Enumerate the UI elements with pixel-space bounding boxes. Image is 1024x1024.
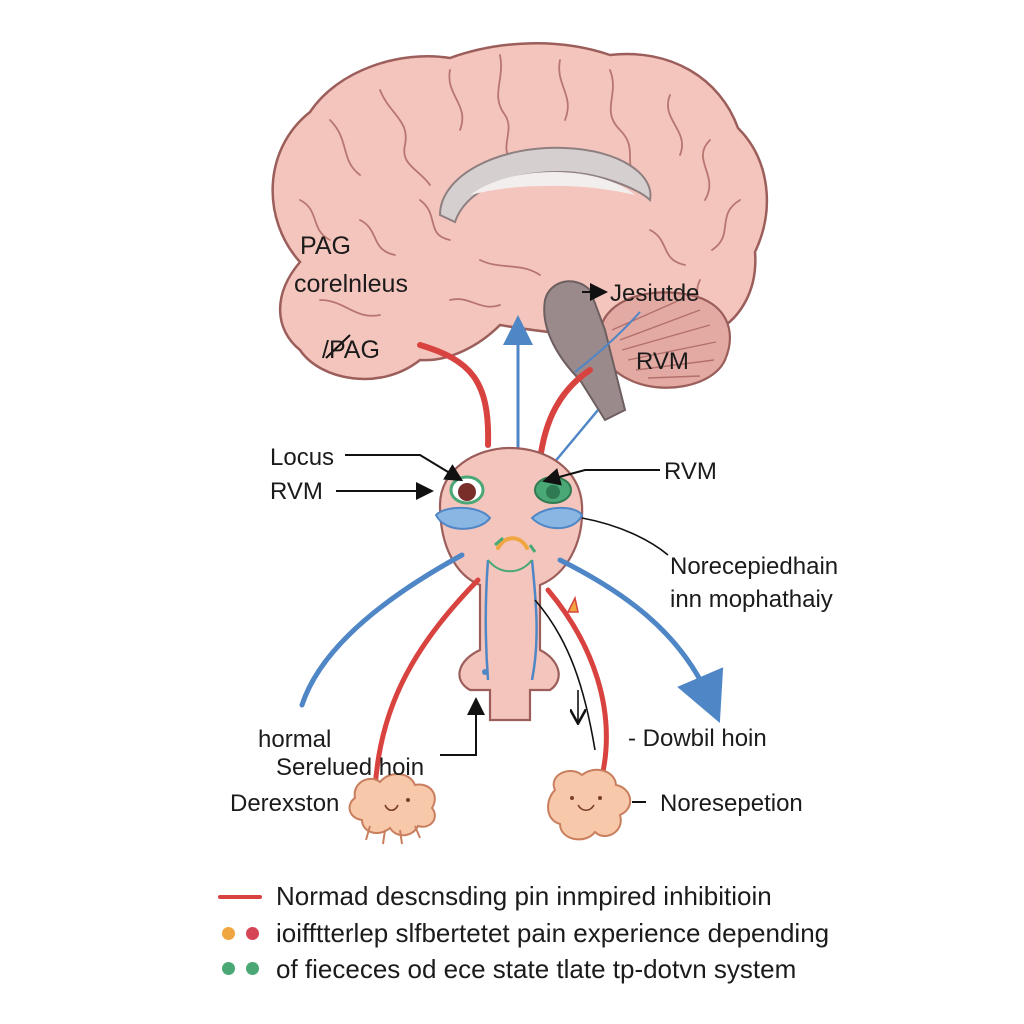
red-descending-right	[545, 587, 609, 788]
norepi-pointer	[581, 517, 669, 556]
red-pathway-right	[537, 367, 593, 463]
label-hormal: hormal	[258, 726, 332, 753]
label-derexston: Derexston	[230, 790, 340, 817]
serelued-pointer	[440, 697, 485, 756]
legend-green-dot-1	[222, 962, 235, 975]
blue-descending-right	[557, 557, 724, 723]
midbrain-structure	[434, 446, 584, 722]
locus-pointer	[345, 454, 464, 482]
right-inner-tract	[530, 559, 538, 681]
cerebellum	[598, 291, 731, 389]
orange-marker	[566, 595, 579, 613]
blue-descending-left	[299, 552, 465, 708]
orange-feature	[496, 536, 529, 550]
red-descending-left	[372, 577, 481, 793]
rvm-right-pointer	[542, 468, 660, 486]
label-rvm-cerebellum: RVM	[636, 348, 689, 375]
cerebellum-folia	[611, 299, 717, 379]
brainstem	[543, 280, 627, 422]
label-pag-slash: /PAG	[322, 336, 380, 364]
legend-line-2: ioifftterlep slfbertetet pain experience…	[276, 918, 830, 948]
legend-orange-dot	[222, 927, 235, 940]
label-rvm-right: RVM	[664, 458, 717, 485]
left-inner-tract	[484, 559, 490, 681]
legend-line-1: Normad descnsding pin inmpired inhibitio…	[276, 881, 772, 911]
label-norepi-line2: inn mophathaiy	[670, 586, 833, 613]
label-norepi-line1: Norecepiedhain	[670, 553, 839, 580]
legend-line-3: of fiececes od ece state tlate tp-dotvn …	[276, 954, 797, 984]
left-blue-lobe	[434, 506, 492, 530]
right-peripheral-cell	[547, 768, 631, 841]
left-peripheral-cell	[348, 773, 436, 845]
right-blue-lobe	[530, 506, 584, 530]
brain	[271, 42, 769, 422]
rvm-pointer-line	[574, 311, 641, 373]
label-pag-top: PAG	[300, 232, 351, 260]
legend-green-dot-2	[246, 962, 259, 975]
label-serelued: Serelued hoin	[276, 754, 425, 781]
legend-red-line-swatch	[218, 895, 262, 899]
label-jesiutde: Jesiutde	[610, 280, 700, 307]
legend-red-dot	[246, 927, 259, 940]
black-descending-line	[534, 599, 596, 751]
label-dowbil: - Dowbil hoin	[628, 725, 767, 752]
label-coreluleus: corelnleus	[294, 270, 408, 298]
pag-slash-line	[325, 334, 351, 359]
red-pathway-left	[417, 342, 492, 448]
label-locus: Locus	[270, 444, 335, 471]
label-noresepetion: Noresepetion	[660, 790, 803, 817]
label-rvm-left: RVM	[270, 478, 323, 505]
